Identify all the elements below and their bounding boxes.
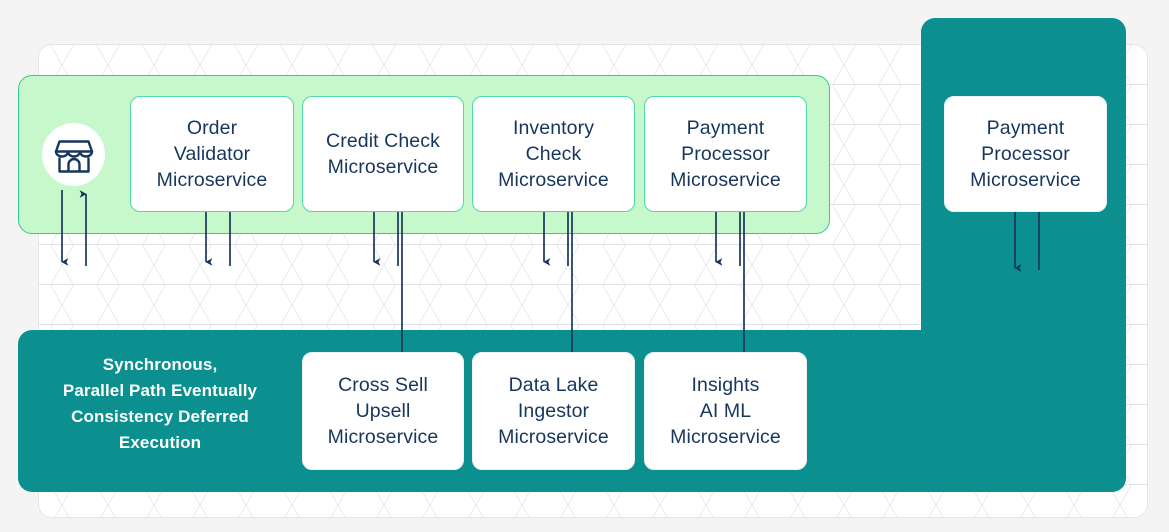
card-payment-processor-right[interactable]: Payment Processor Microservice xyxy=(944,96,1107,212)
card-data-lake-ingestor[interactable]: Data Lake Ingestor Microservice xyxy=(472,352,635,470)
card-credit-check[interactable]: Credit Check Microservice xyxy=(302,96,464,212)
card-order-validator[interactable]: Order Validator Microservice xyxy=(130,96,294,212)
card-payment-processor-top[interactable]: Payment Processor Microservice xyxy=(644,96,807,212)
teal-bar-title: Synchronous, Parallel Path Eventually Co… xyxy=(62,355,258,452)
card-insights-ai-ml[interactable]: Insights AI ML Microservice xyxy=(644,352,807,470)
card-cross-sell-upsell[interactable]: Cross Sell Upsell Microservice xyxy=(302,352,464,470)
storefront-icon[interactable] xyxy=(42,123,105,186)
card-inventory-check[interactable]: Inventory Check Microservice xyxy=(472,96,635,212)
storefront-icon-glyph xyxy=(54,139,93,173)
